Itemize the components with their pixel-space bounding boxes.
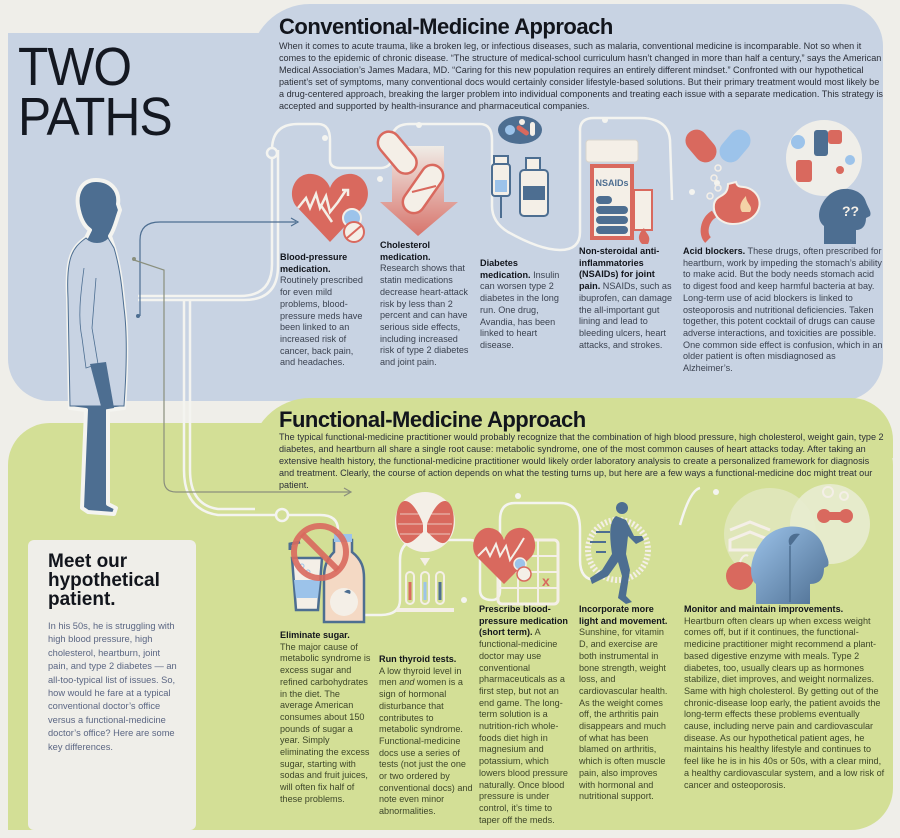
item-heading: Acid blockers.: [683, 246, 746, 256]
conv-item-acid-blockers: Acid blockers. These drugs, often prescr…: [683, 246, 883, 375]
patient-description: In his 50s, he is struggling with high b…: [48, 621, 177, 752]
heart-pill-icon: [291, 173, 369, 243]
conventional-title: Conventional-Medicine Approach: [279, 14, 613, 39]
conv-item-nsaids: Non-steroidal anti-inflammatories (NSAID…: [579, 246, 677, 351]
item-body-emphasis: and: [399, 677, 415, 688]
svg-text:x: x: [542, 573, 550, 589]
item-body: These drugs, often prescribed for heartb…: [683, 246, 883, 374]
syringe-bottle-icon: [491, 116, 549, 218]
func-item-monitor: Monitor and maintain improvements. Heart…: [684, 604, 888, 791]
item-heading: Non-steroidal anti-inflammatories (NSAID…: [579, 246, 660, 292]
item-heading: Monitor and maintain improvements.: [684, 604, 844, 614]
func-item-light-movement: Incorporate more light and movement. Sun…: [579, 604, 675, 803]
item-body: Insulin can worsen type 2 diabetes in th…: [480, 269, 560, 350]
nsaid-label: NSAIDs: [595, 178, 628, 188]
item-heading: Run thyroid tests.: [379, 654, 457, 664]
main-title-line: TWO: [18, 37, 132, 97]
question-marks: ??: [842, 203, 859, 219]
item-heading: Eliminate sugar.: [280, 630, 350, 640]
confused-head-icon: ??: [786, 120, 871, 244]
item-body: NSAIDs, such as ibuprofen, can damage th…: [579, 281, 673, 350]
item-body: Research shows that statin medications d…: [380, 263, 469, 368]
item-heading: Cholesterol medication.: [380, 240, 431, 262]
item-heading: Incorporate more light and movement.: [579, 604, 668, 626]
conventional-intro: When it comes to acute trauma, like a br…: [279, 41, 883, 111]
capsule-artery-icon: [376, 130, 458, 236]
conv-item-blood-pressure: Blood-pressure medication. Routinely pre…: [280, 252, 370, 369]
no-sugar-drinks-icon: [288, 523, 366, 624]
item-heading: Diabetes medication.: [480, 258, 531, 280]
patient-figure-icon: [65, 178, 129, 516]
functional-intro: The typical functional-medicine practiti…: [279, 432, 884, 490]
patient-card: [28, 540, 196, 830]
item-body-part: women is a sign of hormonal disturbance …: [379, 677, 473, 817]
item-body: A functional-medicine doctor may use con…: [479, 627, 568, 825]
item-body-part: A low thyroid level in men: [379, 665, 462, 688]
main-title: TWO PATHS: [18, 37, 173, 147]
main-title-line: PATHS: [18, 87, 173, 147]
stomach-capsule-icon: [685, 129, 761, 243]
item-body: The major cause of metabolic syndrome is…: [280, 641, 371, 804]
thyroid-test-tubes-icon: [395, 492, 455, 612]
functional-title: Functional-Medicine Approach: [279, 407, 586, 432]
func-item-thyroid: Run thyroid tests. A low thyroid level i…: [379, 654, 473, 818]
item-body: Routinely prescribed for even mild probl…: [280, 275, 363, 368]
item-heading: Prescribe blood-pressure medication (sho…: [479, 604, 568, 638]
func-item-eliminate-sugar: Eliminate sugar. The major cause of meta…: [280, 630, 374, 806]
nsaid-bottle-icon: NSAIDs: [585, 139, 653, 244]
conv-item-cholesterol: Cholesterol medication. Research shows t…: [380, 240, 470, 369]
item-heading: Blood-pressure medication.: [280, 252, 348, 274]
runner-sun-icon: [585, 502, 651, 604]
heart-calendar-icon: x: [473, 527, 560, 606]
patient-title: Meet our hypothetical patient.: [48, 551, 160, 610]
healthy-head-icon: [724, 484, 870, 604]
item-body: Heartburn often clears up when excess we…: [684, 615, 885, 790]
conv-item-diabetes: Diabetes medication. Insulin can worsen …: [480, 258, 568, 352]
item-body: Sunshine, for vitamin D, and exercise ar…: [579, 627, 668, 802]
func-item-blood-pressure: Prescribe blood-pressure medication (sho…: [479, 604, 575, 826]
